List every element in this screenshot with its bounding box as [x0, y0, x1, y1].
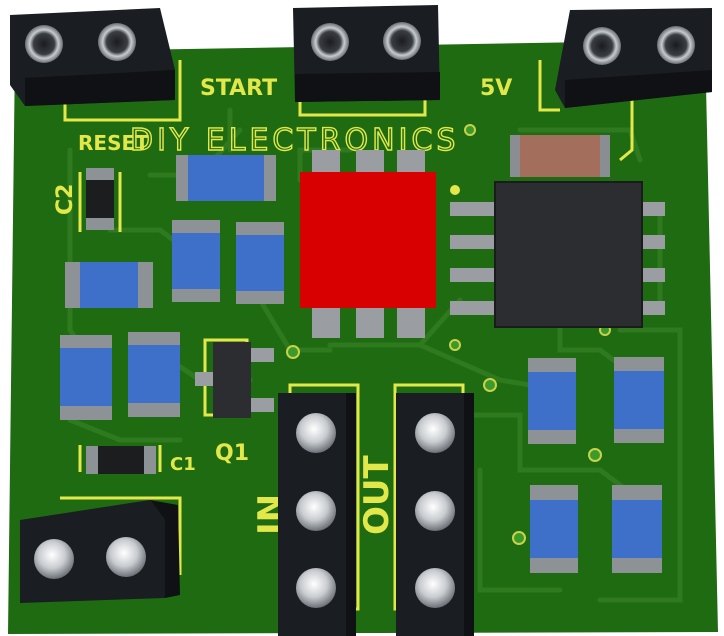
label-q1: Q1 — [215, 441, 249, 466]
header-out — [396, 393, 474, 636]
smd-resistor — [60, 335, 112, 420]
header-pin-hole — [415, 413, 455, 453]
smd-resistor — [172, 220, 220, 302]
smd-resistor — [65, 262, 153, 308]
terminal-hole — [383, 22, 421, 60]
label-out: OUT — [357, 454, 397, 535]
capacitor-c2 — [86, 168, 114, 230]
label-reset: RESET — [78, 131, 149, 155]
smd-resistor — [236, 222, 284, 304]
smd-resistor — [614, 357, 664, 443]
terminal-block-start — [10, 8, 175, 106]
vias — [286, 124, 611, 545]
terminal-hole — [34, 539, 74, 579]
terminal-block-5v — [555, 8, 712, 108]
label-start: START — [200, 76, 277, 101]
header-pin-hole — [296, 491, 336, 531]
red-regulator-chip — [300, 150, 436, 338]
label-c2: C2 — [53, 184, 78, 215]
smd-resistor — [528, 358, 576, 444]
header-pin-hole — [296, 568, 336, 608]
brown-resistor — [510, 135, 610, 177]
smd-resistor — [176, 155, 276, 201]
label-5v: 5V — [480, 76, 512, 101]
header-pin-hole — [296, 413, 336, 453]
header-pin-hole — [415, 491, 455, 531]
terminal-hole — [583, 27, 621, 65]
terminal-hole — [106, 537, 146, 577]
smd-resistor — [128, 332, 180, 417]
capacitor-c1 — [86, 446, 156, 474]
silkscreen-text: START 5V RESET DIY ELECTRONICS C2 C1 Q1 … — [53, 76, 512, 535]
terminal-block-reset — [293, 5, 440, 102]
terminal-hole — [25, 25, 63, 63]
terminal-block-bottom — [20, 500, 180, 603]
label-c1: C1 — [170, 454, 196, 475]
transistor-q1 — [195, 342, 274, 418]
terminal-hole — [657, 26, 695, 64]
header-pin-hole — [415, 568, 455, 608]
ic-package — [450, 181, 665, 328]
terminal-hole — [311, 23, 349, 61]
ic-pin1-marker — [450, 185, 460, 195]
header-in — [278, 393, 356, 636]
smd-resistor — [612, 485, 662, 573]
smd-resistor — [530, 485, 578, 573]
terminal-hole — [98, 23, 136, 61]
smd-components — [60, 155, 664, 573]
